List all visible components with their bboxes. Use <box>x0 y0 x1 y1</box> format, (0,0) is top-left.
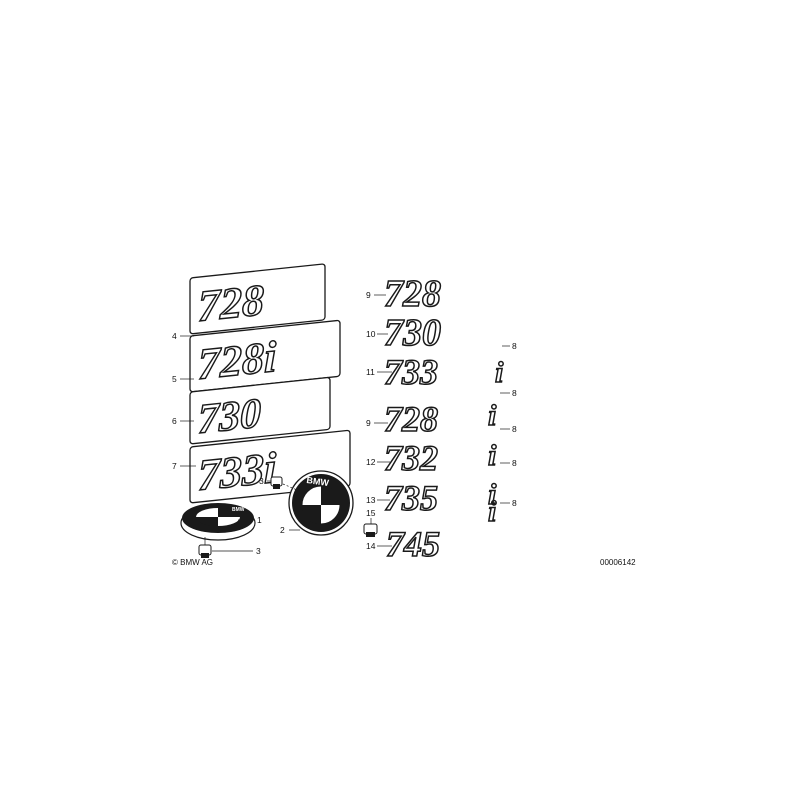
large-roundel: BMW <box>288 470 354 536</box>
emblem-745i: 745 i <box>385 494 498 565</box>
callout-7: 7 <box>172 461 177 471</box>
callout-5: 5 <box>172 374 177 384</box>
emblem-728-suffix: i <box>488 399 497 432</box>
emblem-728-top-text: 728 <box>384 273 441 315</box>
large-roundel-text: BMW <box>306 475 330 488</box>
callout-8-d: 8 <box>512 458 517 468</box>
emblem-733i: 733 i <box>383 351 505 393</box>
emblem-735-suffix: i <box>488 478 497 511</box>
emblem-735i: 735 i <box>383 477 498 519</box>
callout-8-e: 8 <box>512 498 517 508</box>
small-roundel-text: BMW <box>232 507 245 513</box>
emblem-728i: 728 i <box>383 398 498 440</box>
callout-9-mid: 9 <box>366 418 371 428</box>
callout-10: 10 <box>366 329 376 339</box>
callout-15: 15 <box>366 508 376 518</box>
callout-12: 12 <box>366 457 376 467</box>
copyright-label: © BMW AG <box>172 558 213 567</box>
emblem-745-suffix: i <box>488 495 497 528</box>
small-roundel: BMW <box>180 503 256 541</box>
grommet-upper <box>270 476 283 489</box>
grommet-lower <box>198 537 212 558</box>
callout-4: 4 <box>172 331 177 341</box>
emblem-733-text: 733 <box>384 352 438 392</box>
plate-728-text: 728 <box>198 275 264 331</box>
emblem-745-text: 745 <box>386 524 440 564</box>
callout-13: 13 <box>366 495 376 505</box>
callout-6: 6 <box>172 416 177 426</box>
diagram-number: 00006142 <box>600 558 636 567</box>
callout-8-c: 8 <box>512 424 517 434</box>
callout-1: 1 <box>257 515 262 525</box>
emblem-730-text: 730 <box>384 312 441 354</box>
plate-730-text: 730 <box>198 390 261 443</box>
emblem-735-text: 735 <box>384 478 438 518</box>
plate-728: 728 <box>189 263 326 335</box>
emblem-733-suffix: i <box>495 356 504 389</box>
callout-2: 2 <box>280 525 285 535</box>
callout-14: 14 <box>366 541 376 551</box>
callout-3-lower: 3 <box>256 546 261 556</box>
emblem-732-suffix: i <box>488 439 497 472</box>
plate-733i-text: 733i <box>198 443 277 500</box>
callout-8-b: 8 <box>512 388 517 398</box>
plate-728i-text: 728i <box>198 332 277 389</box>
callout-9-top: 9 <box>366 290 371 300</box>
emblem-732-text: 732 <box>384 438 438 478</box>
leader-line <box>282 483 298 491</box>
callout-8-a: 8 <box>512 341 517 351</box>
callout-11: 11 <box>366 367 375 377</box>
emblem-728-top: 728 <box>383 272 442 316</box>
clip-15 <box>363 518 378 537</box>
emblem-730: 730 <box>383 311 442 355</box>
emblem-732i: 732 i <box>383 437 498 479</box>
emblem-728-mid-text: 728 <box>384 399 438 439</box>
callout-3-upper: 3 <box>259 476 264 486</box>
plate-728i: 728i <box>189 319 341 393</box>
plate-730: 730 <box>189 376 331 445</box>
